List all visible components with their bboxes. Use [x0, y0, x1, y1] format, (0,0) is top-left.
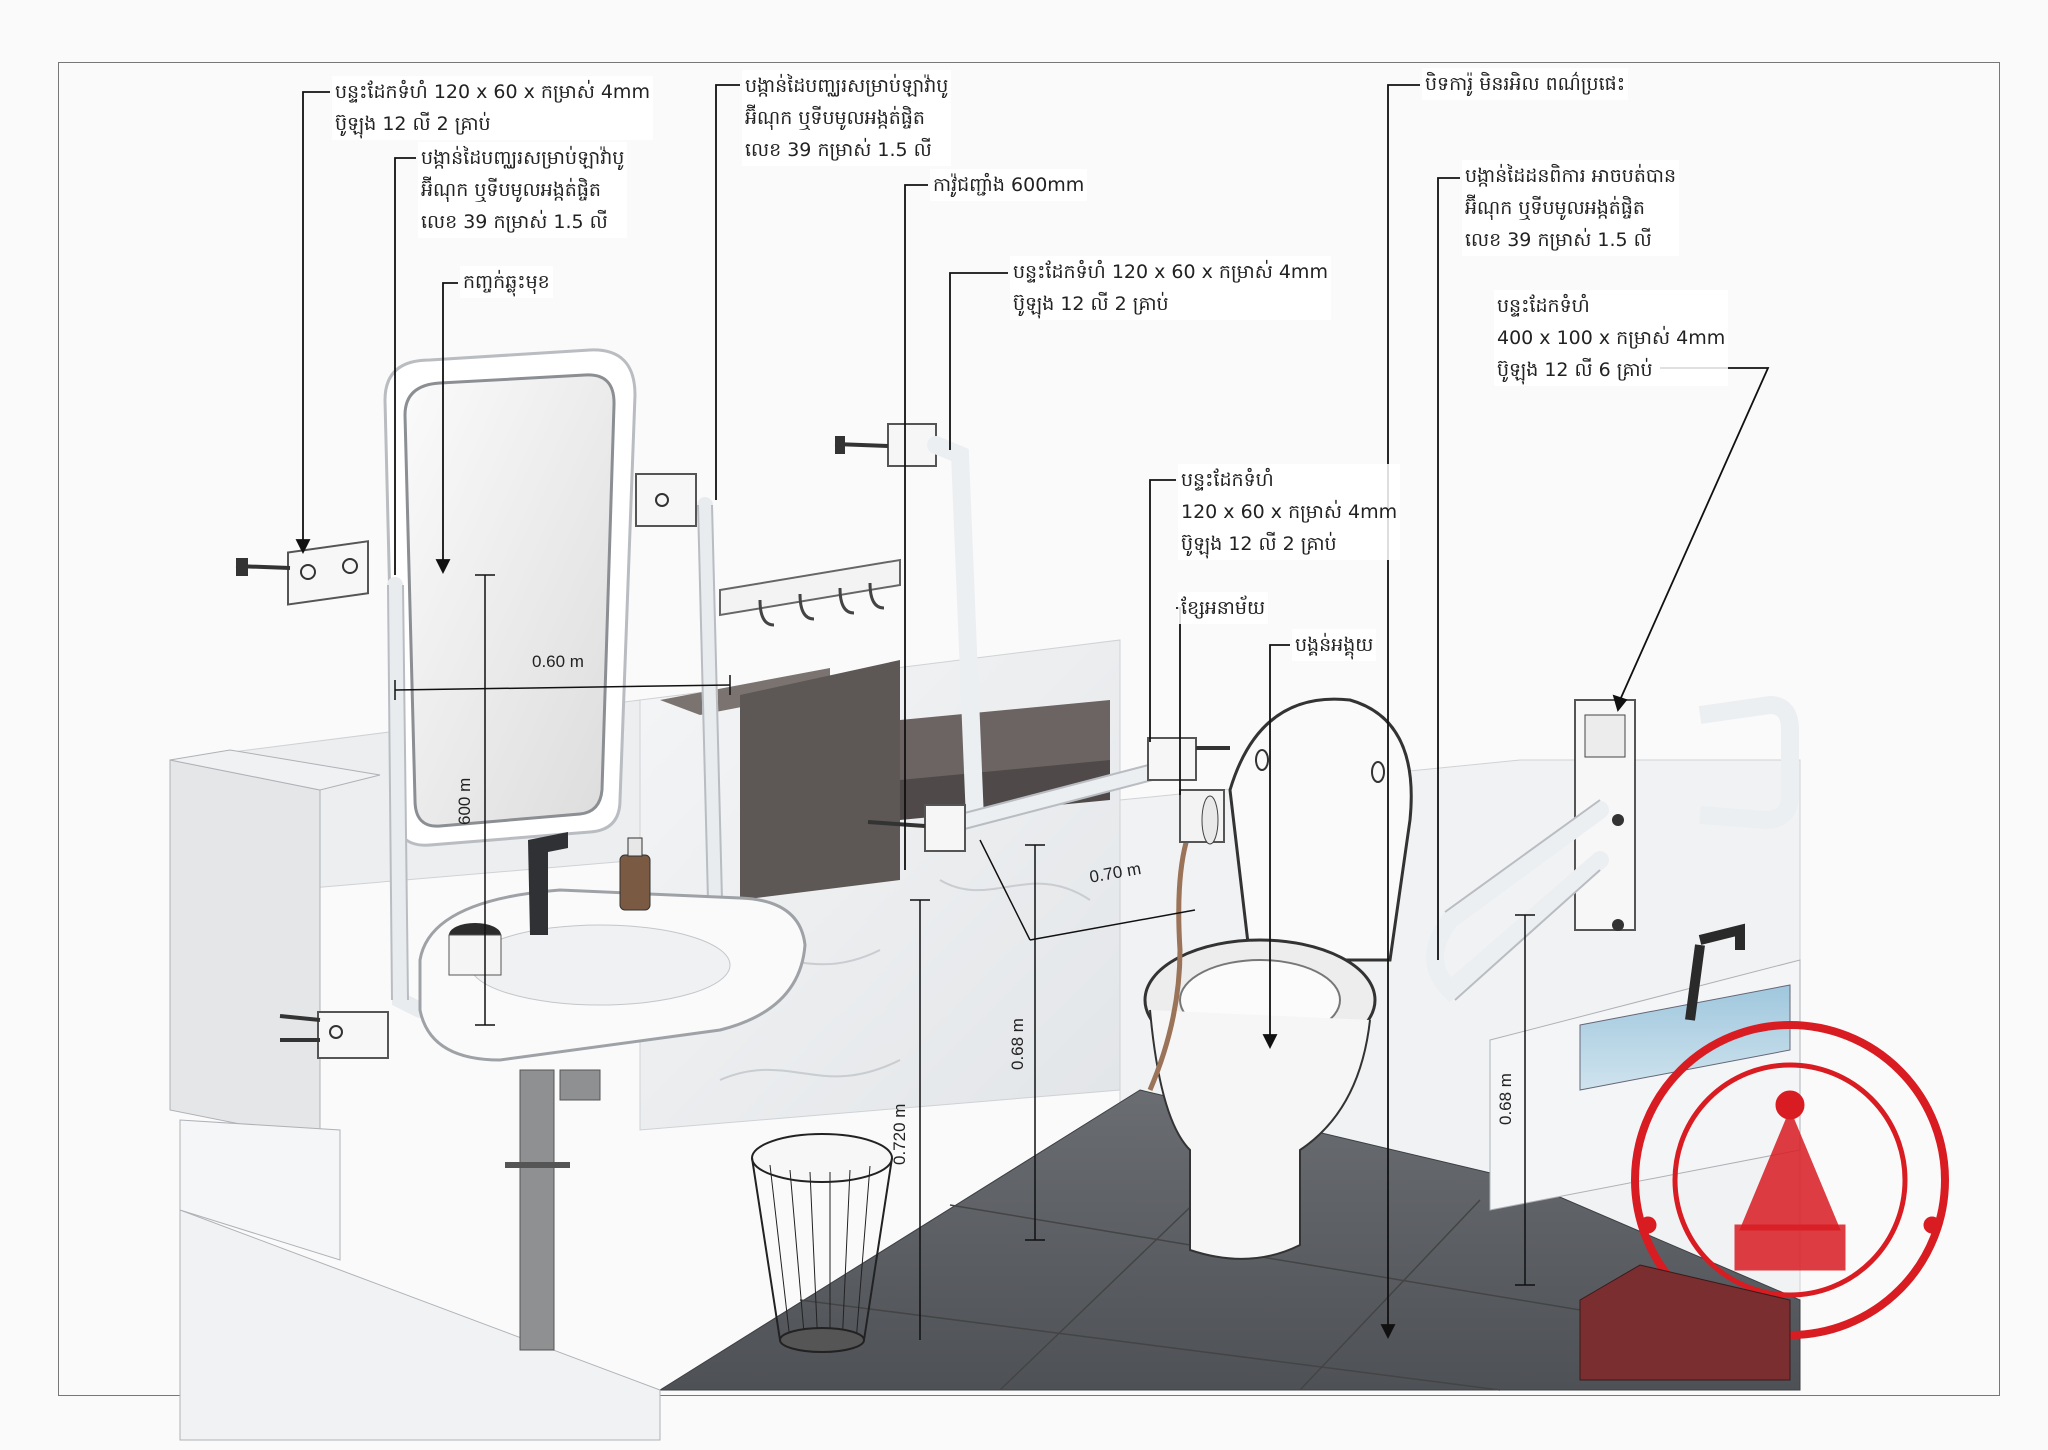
- callout-line: ខ្សែអនាម័យ: [1181, 597, 1266, 619]
- callout-line: បង្កាន់ដៃបញ្ឈរសម្រាប់ឡាវ៉ាបូ: [421, 147, 625, 169]
- dim-toilet-bar-height: 0.68 m: [1008, 1018, 1027, 1070]
- callout-line: ប៊ូឡុង 12 លី 2 គ្រាប់: [1181, 533, 1337, 555]
- callout-bar-left-long: បង្កាន់ដៃបញ្ឈរសម្រាប់ឡាវ៉ាបូ អ៊ីណុក ឬទីប…: [418, 142, 628, 238]
- callout-line: អ៊ីណុក ឬទីបមូលអង្កត់ផ្ចិត: [1465, 197, 1645, 219]
- callout-mirror: កញ្ចក់ឆ្លុះមុខ: [460, 266, 553, 298]
- callout-plate-toilet: បន្ទះដែកទំហំ 120 x 60 x កម្រាស់ 4mm ប៊ូឡ…: [1178, 464, 1401, 560]
- callout-tile-right: បិទការ៉ូ មិនរអិល ពណ៌ប្រផេះ: [1422, 68, 1629, 100]
- callout-line: បន្ទះដែកទំហំ 120 x 60 x កម្រាស់ 4mm: [1013, 261, 1328, 283]
- callout-line: អ៊ីណុក ឬទីបមូលអង្កត់ផ្ចិត: [745, 107, 925, 129]
- center-grab-bar: [834, 423, 1230, 852]
- callout-line: លេខ 39 កម្រាស់ 1.5 លី: [421, 211, 608, 233]
- washbasin-illustration: [418, 832, 807, 1351]
- callout-line: 120 x 60 x កម្រាស់ 4mm: [1181, 501, 1398, 523]
- wall-plate-mirror-right: [635, 473, 697, 527]
- sheet-frame: [58, 62, 2000, 1396]
- callout-line: បិទការ៉ូ មិនរអិល ពណ៌ប្រផេះ: [1425, 73, 1626, 95]
- callout-line: បន្ទះដែកទំហំ 120 x 60 x កម្រាស់ 4mm: [335, 81, 650, 103]
- dim-mirror-height: 600 m: [455, 777, 474, 825]
- official-seal-stamp: [1631, 1021, 1949, 1339]
- callout-line: បង្កាន់ដៃបញ្ឈរសម្រាប់ឡាវ៉ាបូ: [745, 75, 949, 97]
- dim-sink-height: 0.720 m: [890, 1103, 909, 1165]
- storage-box: [1579, 1264, 1791, 1381]
- callout-toilet: បង្គន់អង្គុយ: [1292, 629, 1377, 661]
- callout-line: បន្ទះដែកទំហំ: [1497, 295, 1590, 317]
- callout-line: កាវ៉ូជញ្ជាំង 600mm: [933, 174, 1085, 196]
- callout-plate-center: បន្ទះដែកទំហំ 120 x 60 x កម្រាស់ 4mm ប៊ូឡ…: [1010, 256, 1331, 320]
- callout-wall-height: កាវ៉ូជញ្ជាំង 600mm: [930, 169, 1088, 201]
- callout-line: ប៊ូឡុង 12 លី 2 គ្រាប់: [1013, 293, 1169, 315]
- callout-leaders: [295, 84, 1770, 1340]
- vertical-grab-bars: [387, 497, 723, 1018]
- right-counter: [1489, 923, 1801, 1211]
- callout-bar-top-center: បង្កាន់ដៃបញ្ឈរសម្រាប់ឡាវ៉ាបូ អ៊ីណុក ឬទីប…: [742, 70, 952, 166]
- callout-line: ប៊ូឡុង 12 លី 6 គ្រាប់: [1497, 359, 1653, 381]
- callout-line: លេខ 39 កម្រាស់ 1.5 លី: [1465, 229, 1652, 251]
- callout-line: បង្កាន់ដៃដនពិការ អាចបត់បាន: [1465, 165, 1677, 187]
- callout-line: បន្ទះដែកទំហំ: [1181, 469, 1274, 491]
- mirror-illustration: [383, 348, 637, 847]
- callout-line: កញ្ចក់ឆ្លុះមុខ: [463, 271, 550, 293]
- callout-line: អ៊ីណុក ឬទីបមូលអង្កត់ផ្ចិត: [421, 179, 601, 201]
- callout-line: លេខ 39 កម្រាស់ 1.5 លី: [745, 139, 932, 161]
- dimension-lines: [394, 574, 1535, 1340]
- callout-line: ប៊ូឡុង 12 លី 2 គ្រាប់: [335, 113, 491, 135]
- callout-hose: ខ្សែអនាម័យ: [1178, 592, 1269, 624]
- waste-basket: [751, 1133, 893, 1353]
- left-cabinet: [169, 749, 381, 1141]
- toilet-illustration: [1143, 697, 1413, 1260]
- callout-line: បង្គន់អង្គុយ: [1295, 634, 1374, 656]
- folding-grab-bar: [1426, 695, 1799, 1003]
- callout-bar-folding: បង្កាន់ដៃដនពិការ អាចបត់បាន អ៊ីណុក ឬទីបមូ…: [1462, 160, 1680, 256]
- callout-plate-top-left: បន្ទះដែកទំហំ 120 x 60 x កម្រាស់ 4mm ប៊ូឡ…: [332, 76, 653, 140]
- callout-line: 400 x 100 x កម្រាស់ 4mm: [1497, 327, 1726, 349]
- coat-hook-rail: [719, 558, 901, 627]
- dim-right-bar-height: 0.68 m: [1496, 1073, 1515, 1125]
- lower-left-unit: [179, 1119, 661, 1441]
- callout-plate-large: បន្ទះដែកទំហំ 400 x 100 x កម្រាស់ 4mm ប៊ូ…: [1494, 290, 1729, 386]
- wall-plate-upper-left: [235, 540, 369, 606]
- wall-plate-lower-left: [279, 1011, 389, 1059]
- dim-mirror-width: 0.60 m: [532, 652, 584, 671]
- floor-tiles: [799, 1139, 1701, 1391]
